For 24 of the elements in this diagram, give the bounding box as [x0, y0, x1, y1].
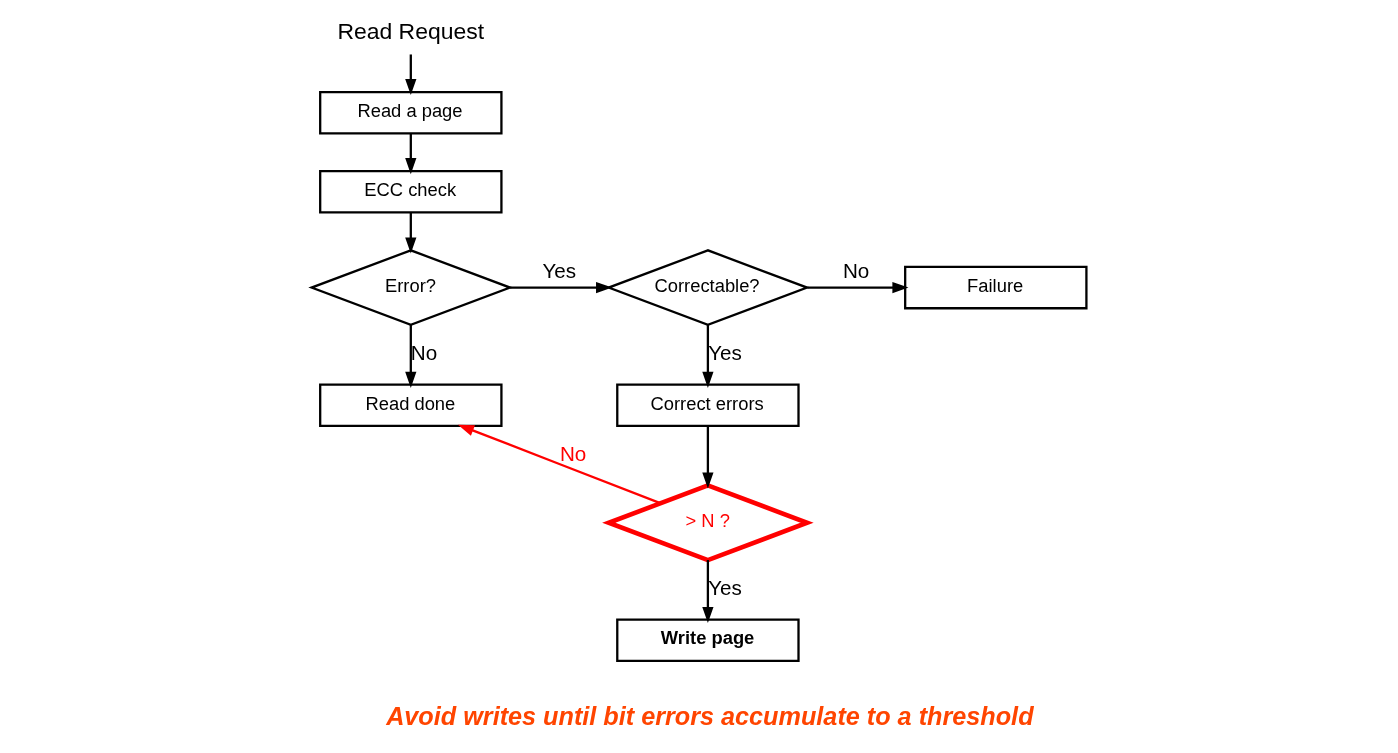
label: Avoid writes until bit errors accumulate to a threshold [386, 701, 1034, 730]
edge-label: Yes [708, 340, 742, 364]
arrow [405, 133, 417, 175]
edge-label: No [559, 441, 587, 465]
edge-label: Yes [708, 575, 742, 599]
node-box: Read done [319, 383, 503, 427]
edge-label: Yes [542, 258, 577, 282]
edge-label: No [842, 258, 870, 282]
arrow [458, 424, 661, 505]
arrow [702, 425, 714, 489]
node-box: Failure [904, 265, 1088, 310]
node-box: Correct errors [616, 383, 800, 427]
arrow [702, 324, 714, 388]
node-text: Read Request [337, 18, 485, 45]
node-box: Read a page [319, 90, 503, 135]
edge-label: No [410, 340, 438, 364]
node-diamond: > N ? [602, 483, 814, 563]
arrow [405, 212, 417, 254]
arrow [702, 560, 714, 624]
node-box: Write page [616, 618, 800, 663]
arrow [807, 281, 909, 294]
arrow [405, 324, 417, 388]
node-box: ECC check [319, 170, 503, 214]
arrow [405, 54, 417, 95]
